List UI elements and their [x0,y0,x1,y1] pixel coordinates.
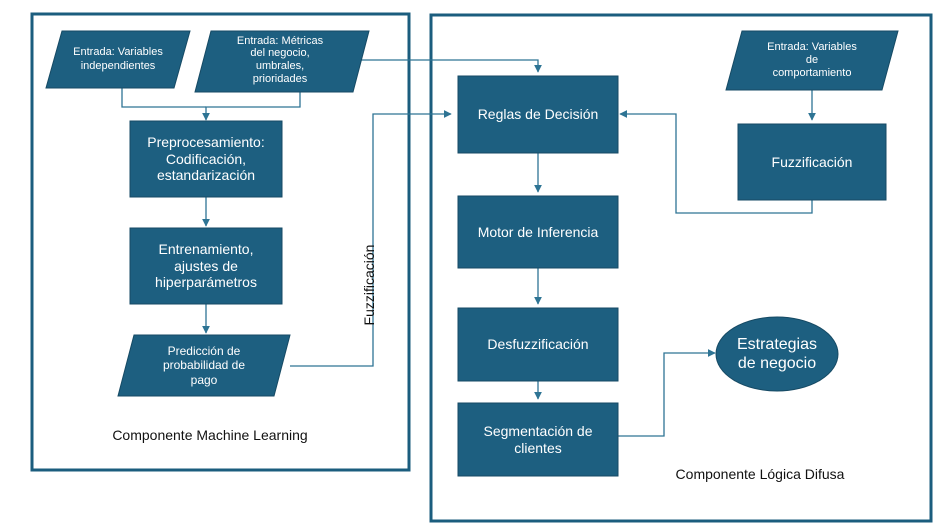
connector-segmentation-to-strategies [617,349,716,437]
prediction-label: Predicción de probabilidad de pago [162,343,246,387]
connector-prediction-to-rules [290,110,452,367]
input-metrics-node [194,30,370,93]
fuzzification-connector-label: Fuzzificación [361,244,377,326]
fuzzy-component-title: Componente Lógica Difusa [675,465,845,482]
inference-node [457,195,619,269]
segmentation-label: Segmentación de clientes [483,422,593,456]
rules-node [457,75,619,154]
fuzzification-label: Fuzzificación [771,153,853,170]
connector-metrics-to-rules [354,59,542,73]
fuzzy-component-frame [429,13,933,523]
strategies-label: Estrategias de negocio [736,335,818,372]
inference-label: Motor de Inferencia [477,223,599,240]
connector-fuzzification-to-rules [619,110,813,214]
preprocess-label: Preprocesamiento: Codificación, estandar… [147,133,265,184]
strategies-node [715,316,839,392]
input-variables-node [45,30,191,89]
input-metrics-label: Entrada: Métricas del negocio, umbrales,… [236,34,324,85]
ml-component-title: Componente Machine Learning [112,426,308,443]
training-label: Entrenamiento, ajustes de hiperparámetro… [155,240,257,291]
fuzzification-node [737,123,887,201]
prediction-node [117,334,291,397]
rules-label: Reglas de Decisión [477,106,599,123]
input-behavior-node [725,30,899,91]
connector-metrics-to-preprocess [202,92,301,121]
ml-component-frame [30,12,411,472]
preprocess-node [129,120,283,198]
connector-vars-to-preprocess [121,88,206,108]
defuzz-label: Desfuzzificación [487,336,589,353]
input-variables-label: Entrada: Variables independientes [73,46,163,72]
input-behavior-label: Entrada: Variables de comportamiento [767,40,857,80]
defuzz-node [457,307,619,382]
segmentation-node [457,402,619,477]
training-node [129,227,283,305]
